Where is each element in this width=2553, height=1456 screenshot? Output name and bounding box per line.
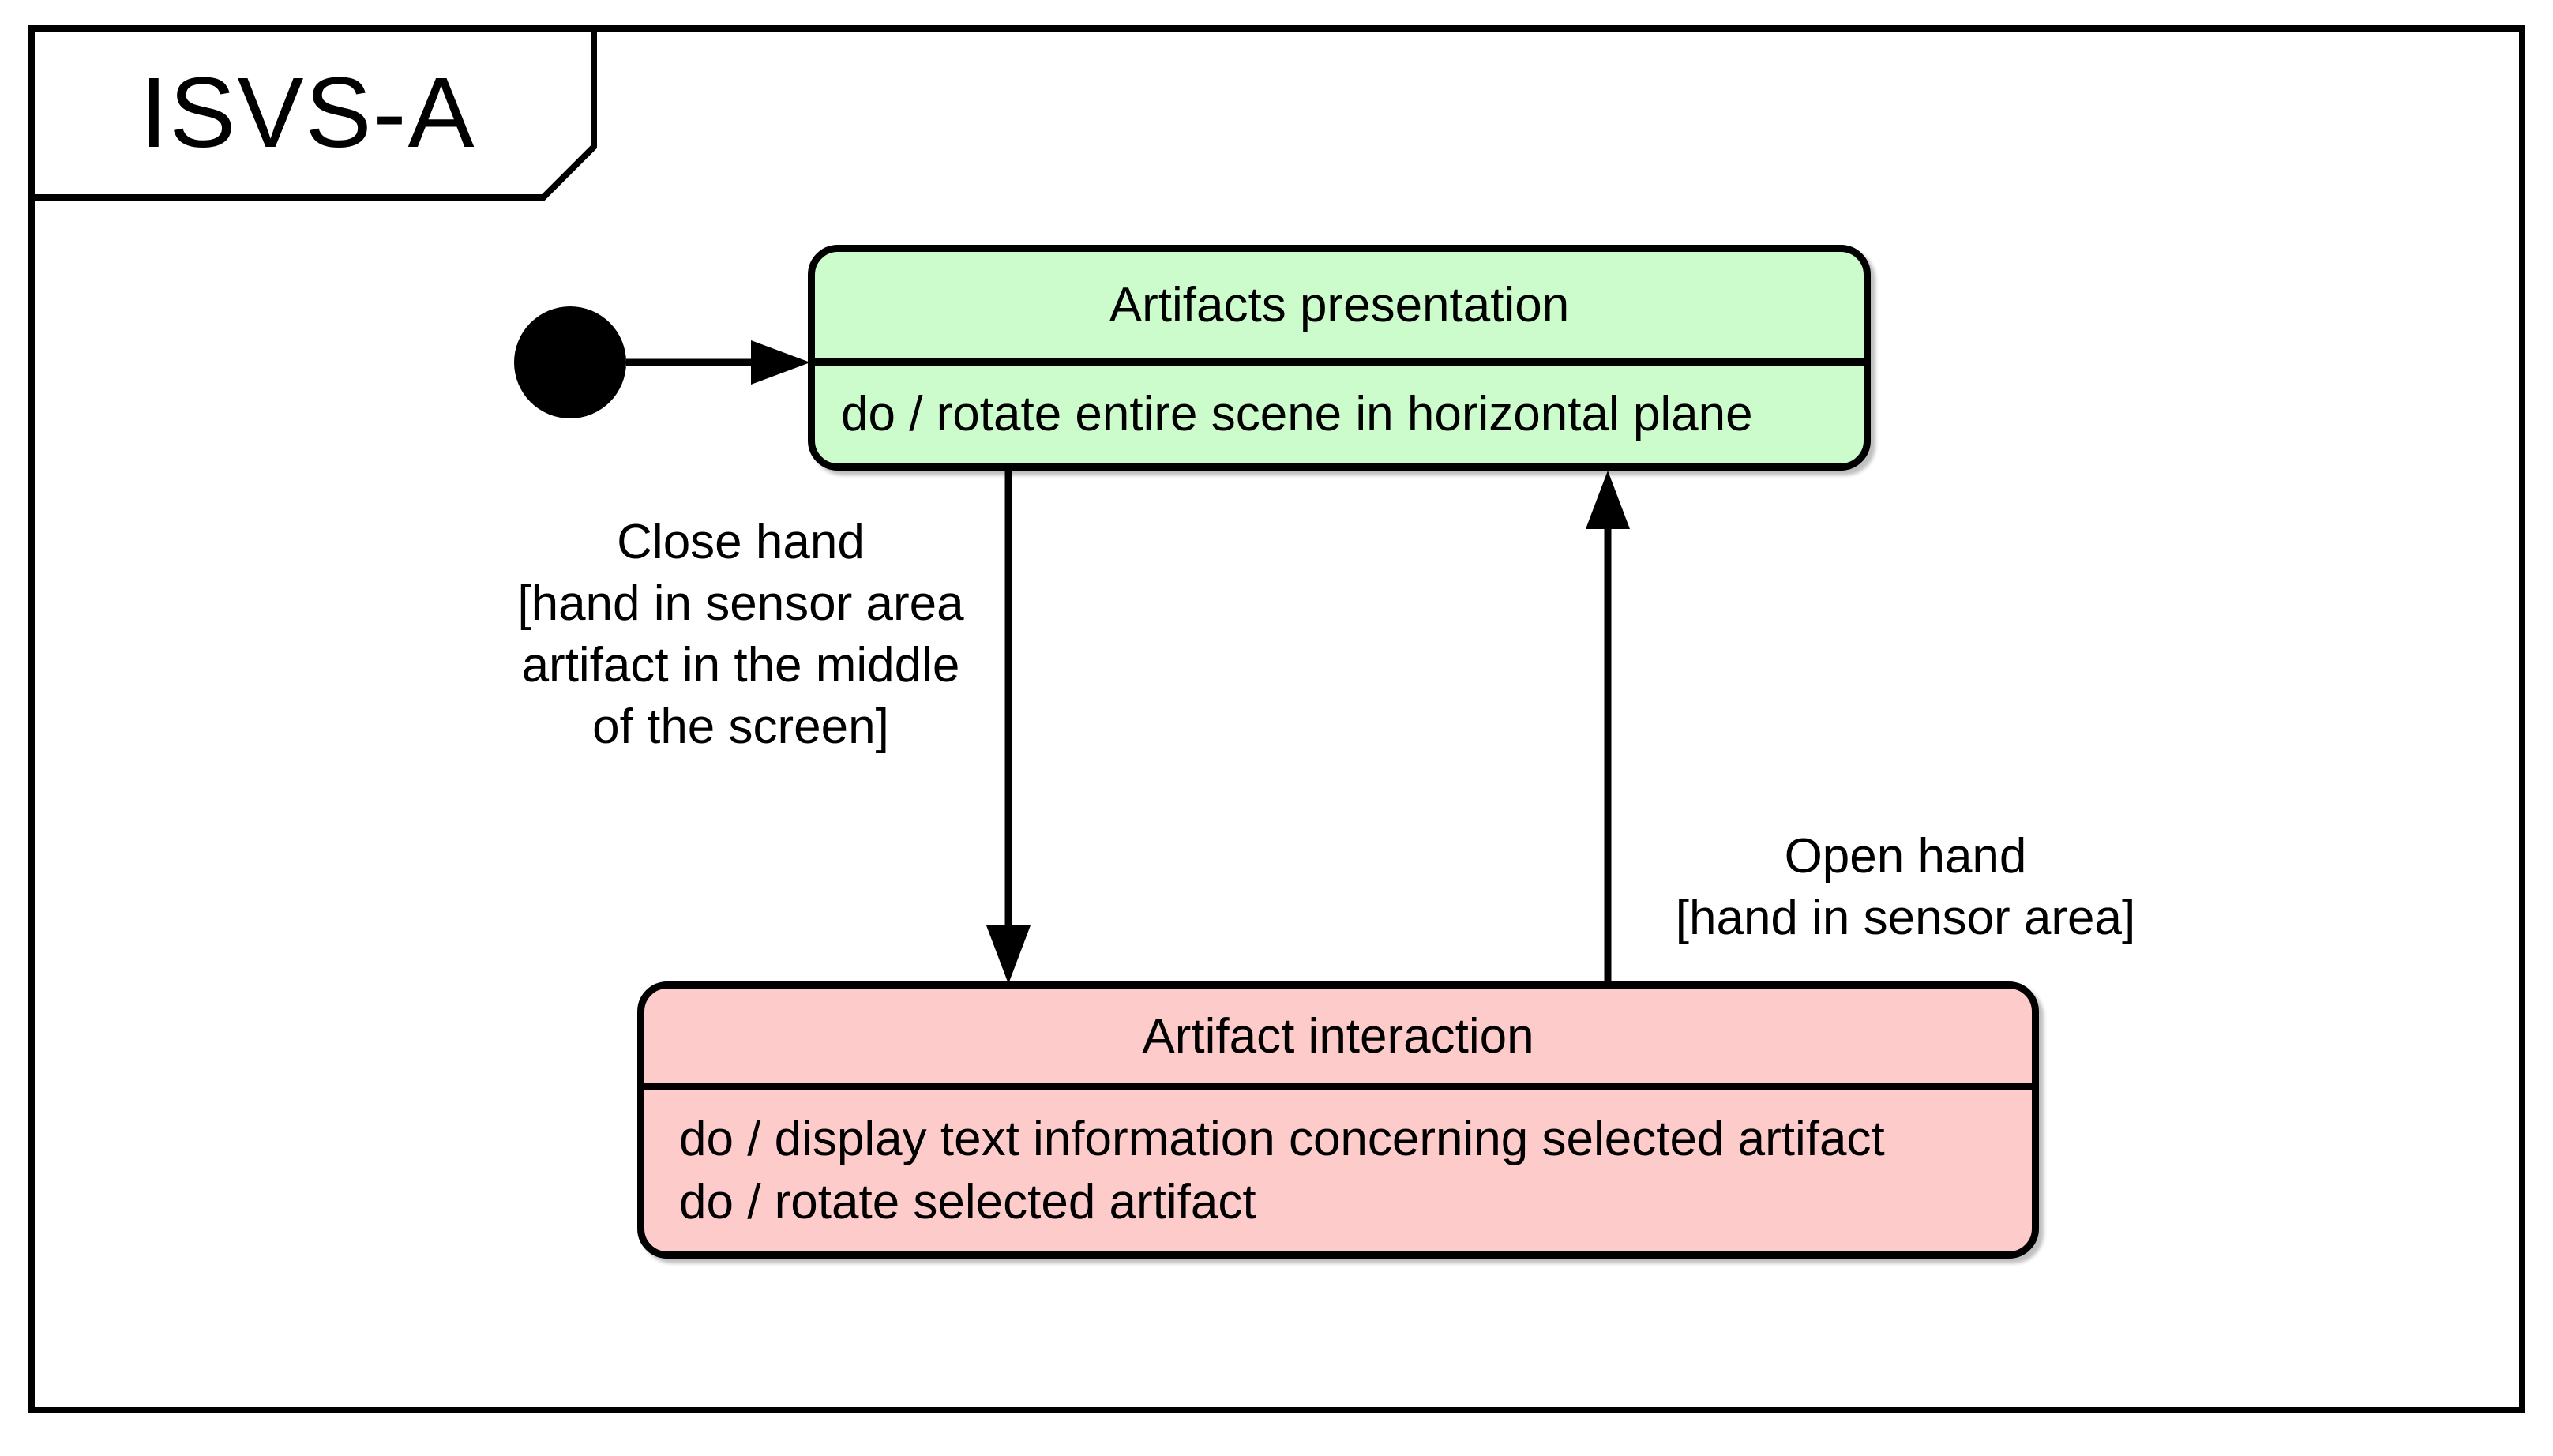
state-artifacts-presentation: Artifacts presentation do / rotate entir… [808, 245, 1871, 471]
transition-presentation-to-interaction [986, 467, 1031, 984]
state-artifact-interaction-activities: do / display text information concerning… [679, 1112, 1885, 1229]
state-artifacts-presentation-activities: do / rotate entire scene in horizontal p… [841, 387, 1753, 441]
transition-interaction-to-presentation [1586, 471, 1630, 987]
arrowhead-up-icon [1586, 471, 1630, 529]
state-artifact-interaction-name: Artifact interaction [644, 989, 2032, 1090]
diagram-title: ISVS-A [140, 56, 476, 168]
state-artifacts-presentation-name: Artifacts presentation [815, 252, 1864, 366]
diagram-frame [28, 25, 2525, 1413]
diagram-title-tab [28, 25, 597, 201]
arrowhead-down-icon [986, 925, 1031, 984]
state-artifact-interaction: Artifact interaction do / display text i… [637, 981, 2039, 1259]
initial-state-icon [514, 306, 626, 418]
arrowhead-right-icon [751, 340, 810, 385]
transition-initial-to-presentation [626, 340, 810, 385]
